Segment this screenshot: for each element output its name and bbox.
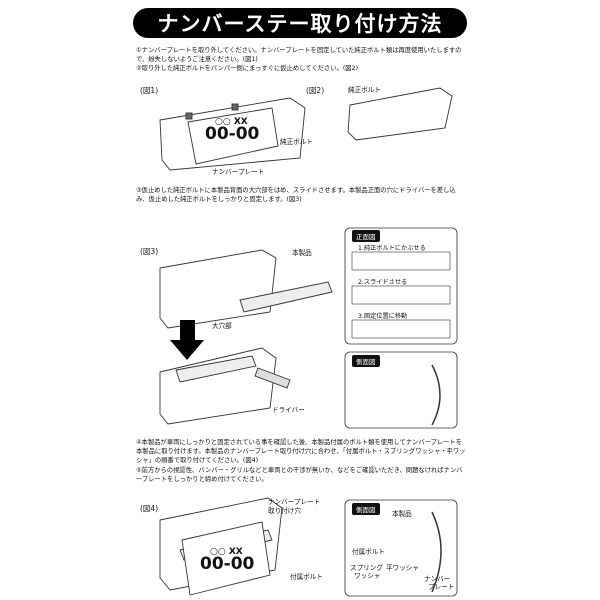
callout-genuine-bolt-fig2: 純正ボルト <box>348 86 381 94</box>
callout-number-plate: ナンバープレート <box>212 168 265 176</box>
plate-number-text-fig4: 00-00 <box>200 554 255 574</box>
step-3-text: ③仮止めした純正ボルトに本製品背面の大穴部をはめ、スライドさせます。本製品正面の… <box>136 187 456 204</box>
callout-plate-hole-line1: ナンバープレート <box>268 498 321 506</box>
bumper-panel-fig3-lower <box>159 347 277 425</box>
down-arrow-icon <box>170 320 204 360</box>
callout-number-plate-line1: ナンバー <box>424 575 451 583</box>
bumper-panel-fig4 <box>159 497 283 591</box>
callout-genuine-bolt: 純正ボルト <box>280 138 313 146</box>
callout-plate-hole-line2: 取り付け穴 <box>268 507 301 515</box>
figure-1-label: (図1) <box>140 86 159 95</box>
callout-spring-washer-line1: スプリング <box>350 564 383 572</box>
front-view-step-3: 3.固定位置に移動 <box>358 313 408 320</box>
side-view-tag-2: 側面図 <box>352 503 380 515</box>
plate-region-text: ○○ XX <box>215 117 248 127</box>
page-title-banner: ナンバーステー取り付け方法 <box>133 8 467 38</box>
front-view-step-1: 1.純正ボルトにかぶせる <box>358 245 426 252</box>
figure-2-label: (図2) <box>306 86 325 95</box>
number-stay-fig3-lower <box>175 355 257 383</box>
callout-included-bolt-sideview: 付属ボルト <box>352 548 385 556</box>
figure-3-label: (図3) <box>140 247 159 256</box>
screwdriver <box>254 367 291 389</box>
front-view-step-2: 2.スライドさせる <box>358 279 408 286</box>
callout-product: 本製品 <box>292 249 312 257</box>
callout-flat-washer: 平ワッシャ <box>386 564 419 572</box>
callout-spring-washer-line2: ワッシャ <box>354 572 381 580</box>
figure-4-label: (図4) <box>140 504 159 513</box>
step-1-text: ①ナンバープレートを取り外してください。ナンバープレートを固定していた純正ボルト… <box>136 47 462 64</box>
callout-driver: ドライバー <box>272 406 305 414</box>
number-stay-fig3 <box>239 281 333 313</box>
bumper-panel-fig2 <box>347 87 453 141</box>
callout-number-plate-line2: プレート <box>428 583 455 591</box>
callout-product-sideview: 本製品 <box>392 510 412 518</box>
step-2-text: ②取り外した純正ボルトをバンパー側にまっすぐに仮止めしてください。(図2) <box>136 65 359 72</box>
page-title: ナンバーステー取り付け方法 <box>157 12 443 36</box>
plate-region-text-fig4: ○○ XX <box>210 547 243 557</box>
front-view-tag: 正面図 <box>352 230 380 242</box>
plate-number-text: 00-00 <box>205 124 260 144</box>
callout-large-hole: 大穴部 <box>212 322 232 330</box>
plate-mount-tab <box>185 112 193 120</box>
step-5-text: ⑤前方からの視認性、バンパー・グリルなどと車両との干渉が無いか、などをご確認いた… <box>136 467 463 484</box>
step-4-text: ④本製品が車両にしっかりと固定されている事を確認した後、本製品付属のボルト類を使… <box>136 439 466 465</box>
side-view-tag: 側面図 <box>352 355 380 367</box>
bumper-panel-fig3 <box>159 249 277 329</box>
plate-mount-tab <box>231 103 239 111</box>
callout-included-bolt: 付属ボルト <box>290 573 323 581</box>
